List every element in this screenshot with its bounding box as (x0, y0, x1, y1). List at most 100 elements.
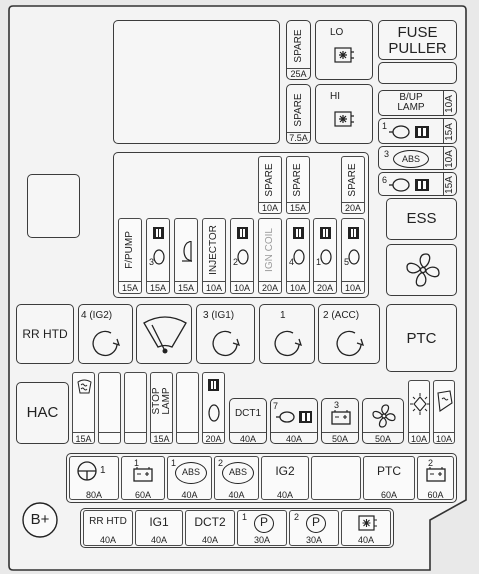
fuse-ptc: PTC 60A (363, 456, 415, 500)
num-label: 4 (289, 257, 295, 267)
relay-lo: LO (315, 20, 373, 80)
amp-label: 15A (75, 434, 92, 444)
fuse-label: INJECTOR (208, 225, 219, 275)
fuse-battery-1: 1 60A (121, 456, 165, 500)
amp-label: 10A (233, 283, 250, 293)
rotation-arrow-icon (92, 330, 121, 357)
steering-wheel-icon (77, 461, 97, 481)
num-label: 2 (233, 257, 239, 267)
fuse-empty-strip (311, 456, 361, 500)
spare-fuse: SPARE 20A (341, 156, 365, 214)
relay-1-label: 1 (280, 310, 286, 321)
ig2-label: 4 (IG2) (81, 310, 113, 321)
amp-label: 15A (444, 176, 455, 194)
amp-label: 40A (150, 535, 167, 545)
lo-label: LO (330, 27, 344, 38)
fuse-empty (124, 372, 147, 444)
num-label: 1 (382, 121, 388, 131)
engine-sensor-icon (153, 227, 165, 265)
num-label: 1 (171, 458, 177, 468)
num-label: 3 (149, 257, 155, 267)
battery-icon (133, 467, 153, 482)
fan-icon (406, 253, 440, 287)
spare-label: SPARE (264, 163, 275, 197)
fuse-rr-htd-40a: RR HTD 40A (83, 510, 133, 546)
num-label: 3 (334, 400, 340, 410)
amp-label: 10A (444, 150, 455, 168)
horn-icon (182, 241, 192, 262)
fuse-defogger: 10A (408, 380, 430, 444)
fuse-cooling-7: 7 40A (270, 398, 318, 444)
num-label: 2 (294, 512, 300, 522)
relay-wiper (136, 304, 192, 364)
dct2-label: DCT2 (194, 515, 226, 529)
fuse-horn: 15A (174, 218, 198, 294)
fuse-main-80a: 1 80A (69, 456, 119, 500)
num-label: 6 (382, 175, 388, 185)
rr-htd-label: RR HTD (22, 327, 68, 341)
ess-label: ESS (406, 210, 437, 227)
amp-label: 40A (201, 535, 218, 545)
fuse-ign-coil: IGN COIL 20A (258, 218, 282, 294)
relay-ptc: PTC (386, 304, 457, 372)
fuse-injector: INJECTOR 10A (202, 218, 226, 294)
amp-label: 15A (177, 283, 194, 293)
stop-lamp-label: STOP LAMP (151, 387, 172, 415)
amp-label: 50A (374, 434, 391, 444)
ig1-label: IG1 (149, 515, 169, 529)
parking-text: P (259, 515, 268, 529)
amp-label: 40A (276, 490, 293, 500)
parking-text: P (311, 515, 320, 529)
fuse-ig2: IG2 40A (261, 456, 309, 500)
rotation-arrow-icon (212, 330, 241, 357)
empty-slot-top (113, 20, 280, 144)
num-label: 2 (218, 458, 224, 468)
ptc-label: PTC (406, 330, 437, 347)
fuse-fan-motor-40a: 40A (341, 510, 391, 546)
fan-motor-icon (358, 515, 377, 531)
spare-label: SPARE (292, 163, 303, 197)
ig1-label: 3 (IG1) (203, 310, 235, 321)
fuse-engine-2: 2 10A (230, 218, 254, 294)
relay-hac: HAC (16, 382, 69, 444)
spare-label: SPARE (293, 29, 304, 63)
fuse-defrost-15a: 15A (72, 372, 95, 444)
empty-slot-puller (378, 62, 457, 84)
empty-slot-left (27, 174, 80, 238)
fan-relay (386, 244, 457, 296)
amp-label: 10A (435, 434, 452, 444)
amp-label: 40A (228, 490, 245, 500)
fuse-parking-1: 1 P 30A (237, 510, 287, 546)
amp-label: 20A (205, 434, 222, 444)
spare-fuse: SPARE 15A (286, 156, 310, 214)
acc-label: 2 (ACC) (323, 310, 360, 321)
fuse-fpump: F/PUMP 15A (118, 218, 142, 294)
b-plus-label: B+ (30, 511, 50, 528)
amp-label: 20A (261, 283, 278, 293)
fuse-engine-5: 5 10A (341, 218, 365, 294)
coolant-fan-icon (276, 411, 312, 423)
num-label: 2 (428, 458, 434, 468)
amp-label: 10A (289, 283, 306, 293)
spare-label: SPARE (347, 163, 358, 197)
rr-htd-label: RR HTD (89, 516, 127, 527)
amp-label: 10A (261, 203, 278, 213)
fuse-empty (98, 372, 121, 444)
engine-sensor-icon (208, 379, 220, 422)
fuse-engine-1: 1 20A (313, 218, 337, 294)
relay-hi: HI (315, 84, 373, 144)
relay-rr-htd: RR HTD (16, 304, 74, 364)
relay-ig2: 4 (IG2) (78, 304, 133, 364)
num-label: 1 (100, 465, 106, 476)
amp-label: 60A (134, 490, 151, 500)
dct1-label: DCT1 (234, 408, 262, 419)
amp-label: 15A (289, 203, 306, 213)
spare-fuse-7-5a: SPARE 7.5A (286, 84, 311, 144)
bup-lamp-fuse: B/UP LAMP 10A (378, 90, 457, 116)
fan-icon (372, 404, 396, 428)
amp-label: 40A (357, 535, 374, 545)
amp-label: 15A (153, 434, 170, 444)
num-label: 5 (344, 257, 350, 267)
abs-fuse-10a: 3 ABS 10A (378, 146, 457, 170)
